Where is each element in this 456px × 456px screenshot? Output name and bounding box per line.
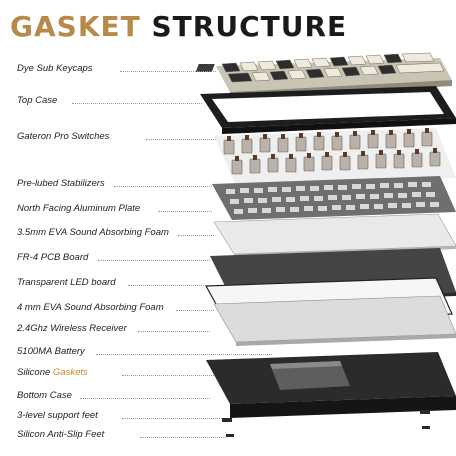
- leader-line: [122, 375, 214, 376]
- title-word-gasket: GASKET: [10, 10, 141, 43]
- leader-line: [140, 437, 226, 438]
- label-wireless-receiver: 2.4Ghz Wireless Receiver: [17, 323, 127, 334]
- leader-line: [80, 398, 210, 399]
- leader-line: [178, 235, 214, 236]
- leader-line: [96, 354, 272, 355]
- label-pre-lubed-stabilizers: Pre-lubed Stabilizers: [17, 178, 105, 189]
- plate-layer: [212, 176, 456, 220]
- top-case-layer: [200, 86, 456, 134]
- label-support-feet: 3-level support feet: [17, 410, 98, 421]
- label-anti-slip-feet: Silicon Anti-Slip Feet: [17, 429, 105, 440]
- leader-line: [146, 139, 216, 140]
- switches-layer: [214, 128, 456, 186]
- leader-line: [122, 418, 222, 419]
- leader-line: [128, 285, 206, 286]
- label-pcb-board: FR-4 PCB Board: [17, 252, 89, 263]
- label-bottom-case: Bottom Case: [17, 390, 72, 401]
- leader-line: [158, 211, 212, 212]
- foam-layer-lower: [213, 295, 456, 346]
- label-led-board: Transparent LED board: [17, 277, 116, 288]
- title-word-structure: STRUCTURE: [151, 10, 348, 43]
- leader-line: [120, 71, 216, 72]
- leader-line: [176, 310, 214, 311]
- label-gateron-pro-switches: Gateron Pro Switches: [17, 131, 110, 142]
- leader-line: [138, 331, 210, 332]
- leader-line: [72, 103, 202, 104]
- highlight-gaskets: Gaskets: [52, 367, 88, 378]
- label-eva-foam-lower: 4 mm EVA Sound Absorbing Foam: [17, 302, 164, 313]
- label-top-case: Top Case: [17, 95, 58, 106]
- leader-line: [114, 186, 212, 187]
- page-title: GASKET STRUCTURE: [10, 9, 347, 45]
- bottom-case-layer: [206, 352, 456, 418]
- feet-layer: [222, 410, 430, 437]
- label-dye-sub-keycaps: Dye Sub Keycaps: [17, 63, 93, 74]
- leader-line: [98, 260, 210, 261]
- keycaps-layer: [195, 52, 452, 98]
- label-battery: 5100MA Battery: [17, 346, 85, 357]
- label-eva-foam-upper: 3.5mm EVA Sound Absorbing Foam: [17, 227, 169, 238]
- label-aluminum-plate: North Facing Aluminum Plate: [17, 203, 141, 214]
- label-silicone-gaskets: Silicone Gaskets: [17, 367, 88, 378]
- battery-shape: [270, 361, 350, 390]
